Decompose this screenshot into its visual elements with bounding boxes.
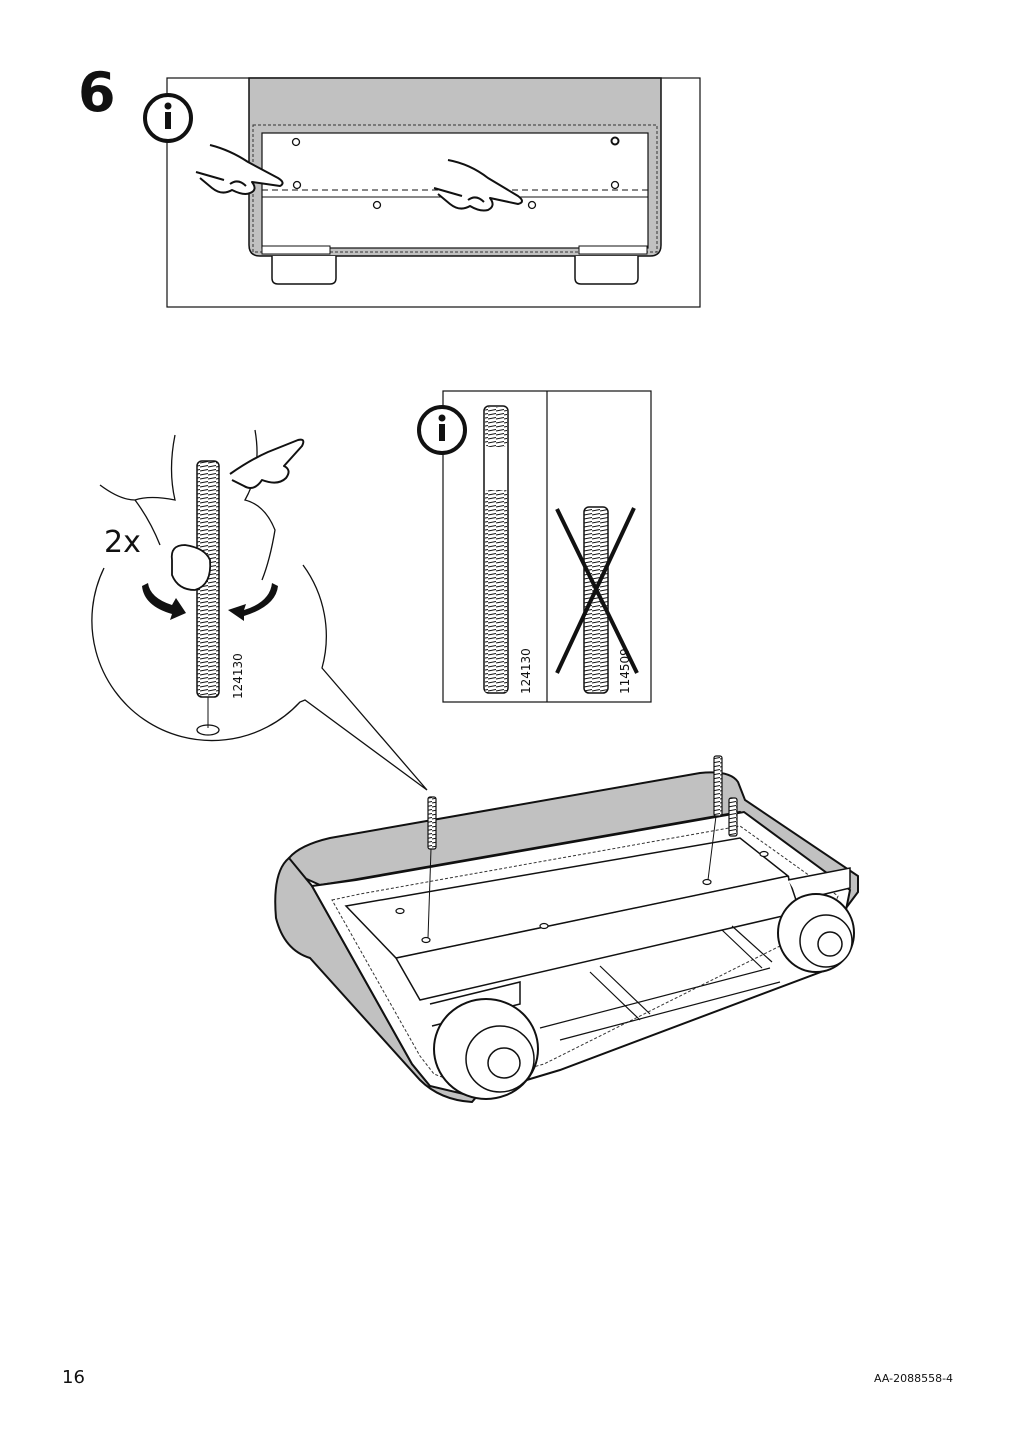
info-circle-icon	[417, 405, 467, 455]
pointing-hand-icon	[229, 438, 305, 489]
foot-back	[777, 893, 855, 973]
foot-front	[433, 998, 539, 1100]
step-number: 6	[78, 61, 116, 124]
threaded-rod	[707, 755, 723, 881]
detail-callout: 2x 124130	[91, 429, 428, 791]
comparison-box: 124130 114509	[417, 390, 652, 703]
pointing-hand-icon	[195, 144, 284, 195]
quantity-label: 2x	[104, 525, 141, 560]
part-number-label: 124130	[231, 653, 245, 699]
pointing-hand-icon	[433, 159, 523, 212]
top-panel	[143, 77, 701, 308]
sofa-base-isometric	[274, 755, 859, 1104]
incorrect-rod	[583, 506, 609, 694]
rotate-arrow-icon	[142, 583, 278, 621]
correct-part-label: 124130	[519, 648, 533, 694]
threaded-rod	[728, 797, 738, 837]
document-code: AA-2088558-4	[874, 1372, 954, 1385]
info-circle-icon	[143, 93, 193, 143]
page-number: 16	[62, 1367, 85, 1388]
cross-mark-icon	[555, 507, 639, 674]
incorrect-part-label: 114509	[618, 648, 632, 694]
threaded-rod	[427, 796, 437, 939]
correct-rod	[483, 405, 509, 694]
